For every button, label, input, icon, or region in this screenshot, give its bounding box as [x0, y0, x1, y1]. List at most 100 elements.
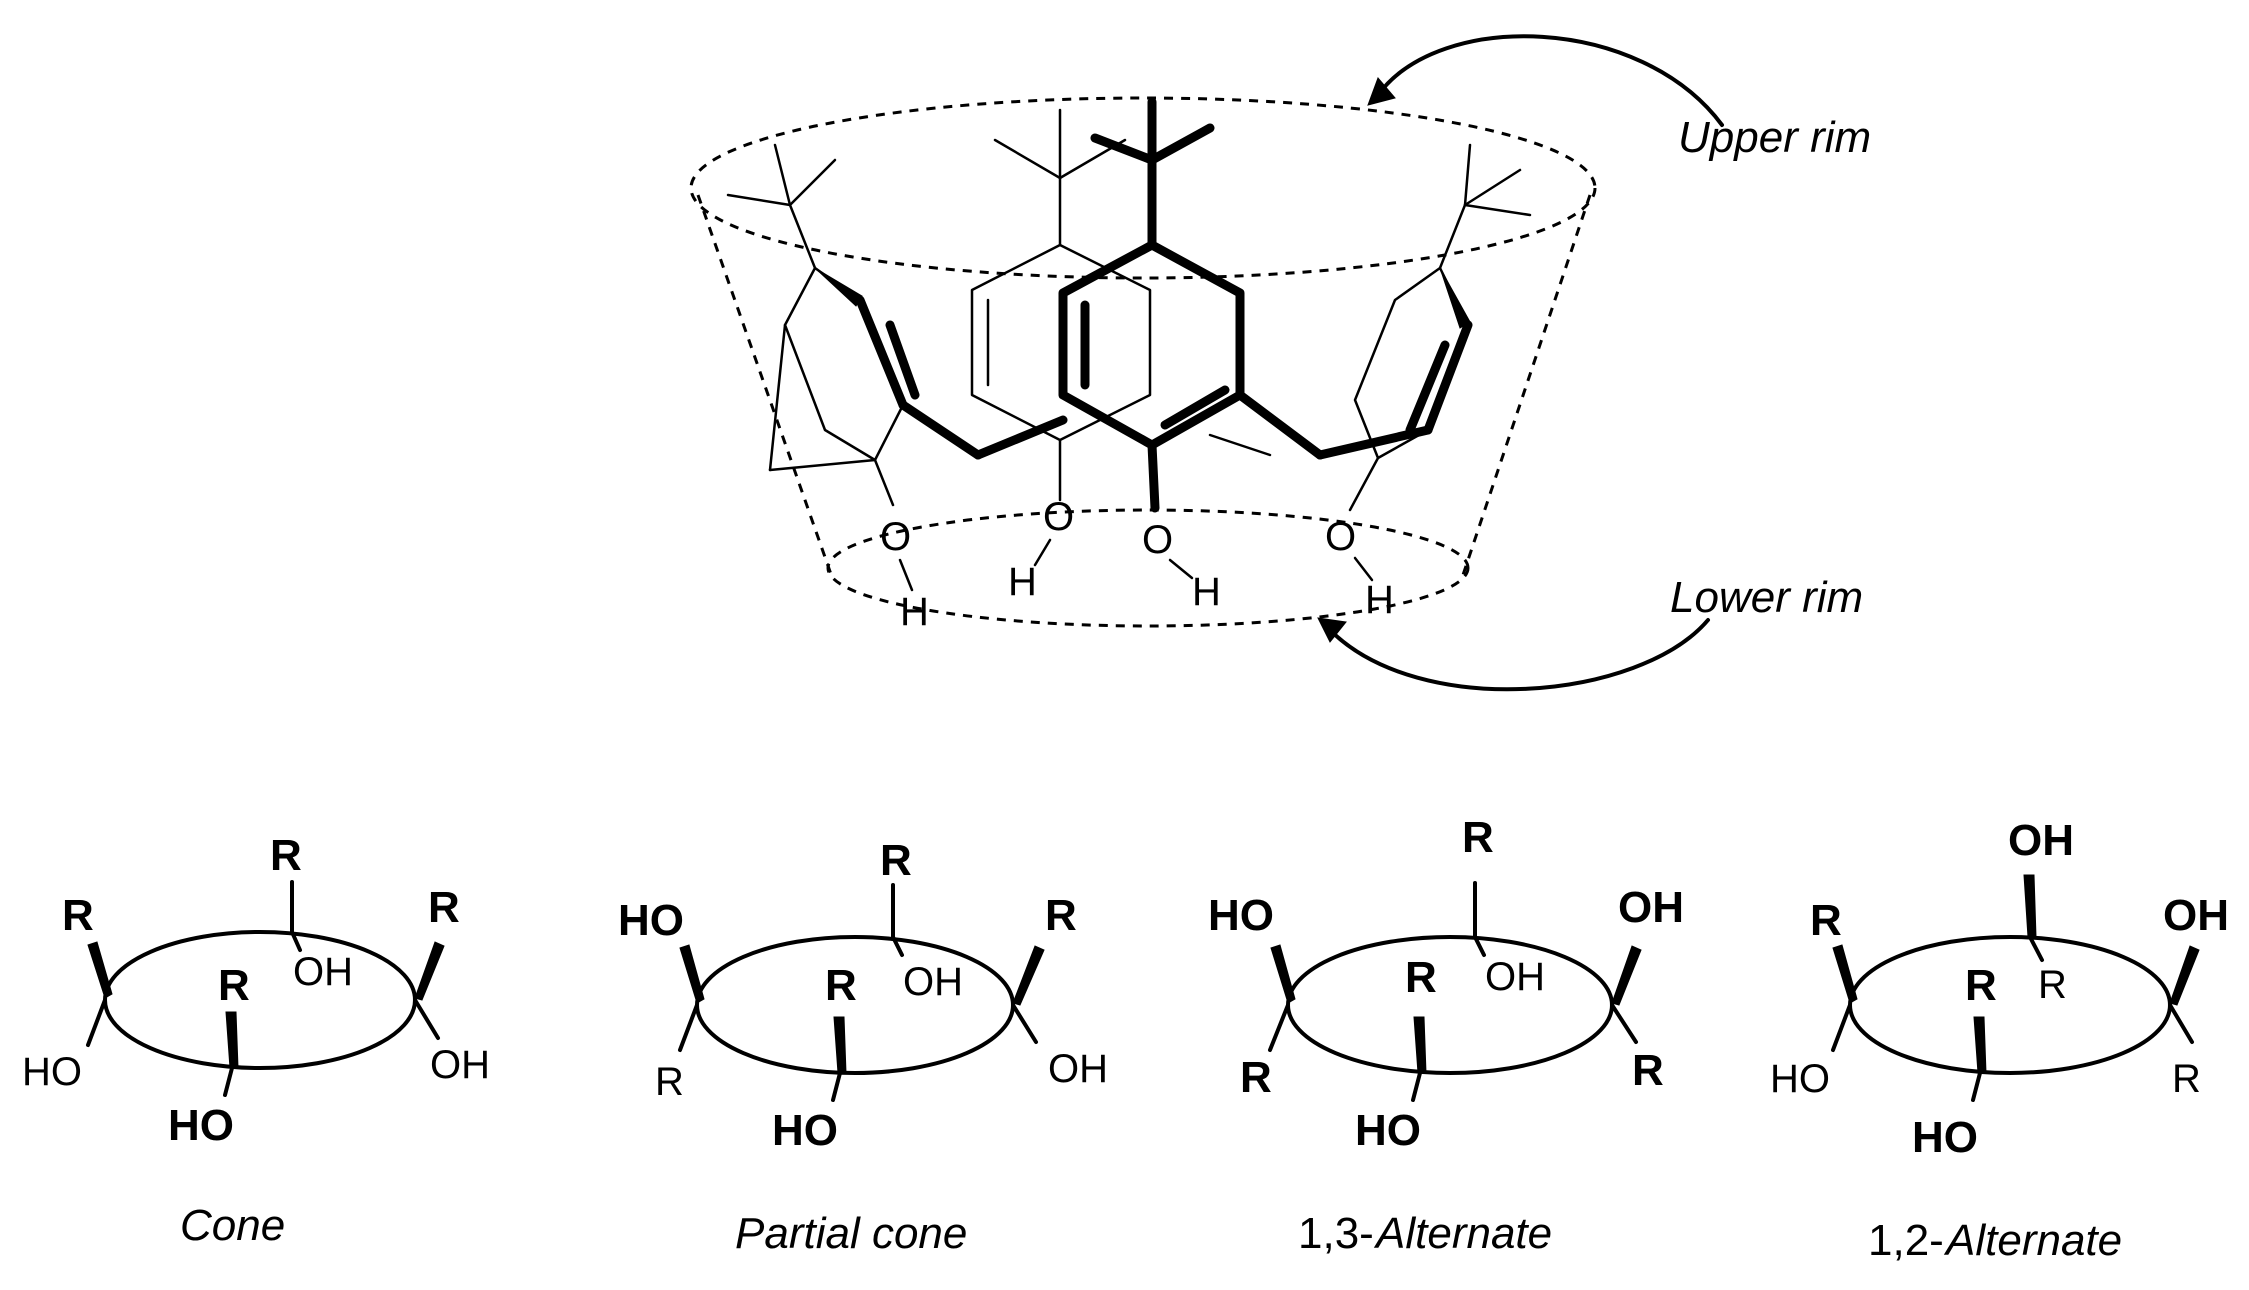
left-down-label: R — [655, 1060, 684, 1104]
left-up-label: R — [1810, 896, 1842, 945]
left-ring-double-bond — [885, 320, 920, 400]
bond-line — [1831, 1003, 1852, 1052]
bond-wedge — [1611, 945, 1642, 1006]
right-phenyl-ring — [1348, 143, 1532, 512]
left-up-label: HO — [1208, 891, 1274, 940]
right-ring-bold-edge — [1423, 320, 1473, 435]
bridge-bond — [1235, 390, 1325, 460]
left-tbu-bond — [773, 143, 792, 207]
front-ring-hexagon — [1058, 240, 1245, 450]
caption-prefix: 1,2- — [1868, 1216, 1944, 1265]
ring-ellipse — [103, 930, 417, 1070]
bond-line — [1610, 1003, 1638, 1044]
upper-rim-arrowhead — [1367, 77, 1396, 106]
top-sub-label: R — [270, 831, 302, 880]
bond-wedge — [87, 941, 113, 999]
center-down-label: HO — [168, 1101, 234, 1150]
top-under-label: R — [2038, 963, 2067, 1007]
right-down-label: R — [2172, 1057, 2201, 1101]
bond-wedge — [1012, 945, 1045, 1006]
right-down-label: R — [1632, 1046, 1664, 1095]
left-tbu-bond — [788, 158, 837, 207]
rim-arrows — [1317, 34, 1724, 692]
bond-line — [831, 1071, 842, 1102]
top-under-label: OH — [1485, 955, 1545, 999]
bond-line — [413, 998, 440, 1040]
upper-rim-ellipse — [689, 96, 1597, 280]
right-up-label: R — [1045, 891, 1077, 940]
conformer-partial-cone: HO R R OH R HO R OH Partial cone — [618, 836, 1108, 1258]
oh-bond — [898, 558, 914, 592]
bond-line — [1411, 1071, 1422, 1102]
hydrogen-atom: H — [900, 590, 929, 634]
bond-wedge — [1832, 944, 1858, 1004]
top-under-label: OH — [903, 960, 963, 1004]
oh-bond — [1168, 558, 1194, 580]
upper-rim-label: Upper rim — [1678, 113, 1871, 162]
conformer-1-2-alternate: R HO OH R R HO OH R 1,2- Alternate — [1770, 816, 2229, 1265]
front-ring-o-stem — [1147, 440, 1160, 513]
bridge-bond — [898, 400, 983, 460]
left-tbu-bond — [726, 193, 792, 207]
oxygen-atom: O — [1142, 518, 1173, 562]
left-ring-back-edge — [768, 458, 877, 472]
bond-wedge — [679, 944, 705, 1004]
conformer-cone: R HO R OH R HO R OH Cone — [22, 831, 490, 1250]
top-under-label: OH — [293, 950, 353, 994]
left-ring-o-stem — [873, 458, 895, 507]
back-tbu-bond — [993, 138, 1062, 180]
conformer-1-3-alternate: HO R R OH R HO OH R 1,3- Alternate — [1208, 813, 1684, 1258]
cone-right-edge — [1461, 194, 1592, 576]
front-tbu-bond — [1090, 133, 1157, 165]
bond-wedge — [1413, 1016, 1427, 1074]
right-tbu-bond — [1463, 143, 1472, 207]
hydrogen-atom: H — [1192, 570, 1221, 614]
bond-wedge — [2169, 945, 2200, 1006]
ring-ellipse — [1286, 935, 1614, 1075]
left-down-label: HO — [22, 1050, 82, 1094]
bond-line — [223, 1066, 234, 1097]
left-ring-wedge — [814, 267, 863, 307]
hydrogen-atom: H — [1365, 578, 1394, 622]
lower-rim-arrow — [1328, 618, 1710, 692]
lower-rim-label: Lower rim — [1670, 573, 1863, 622]
oh-bond — [1033, 538, 1052, 567]
bond-wedge — [1270, 944, 1296, 1004]
oxygen-atom: O — [880, 515, 911, 559]
left-up-label: HO — [618, 896, 684, 945]
oh-bond — [1353, 556, 1374, 582]
left-phenyl-ring — [726, 143, 920, 507]
cone-left-edge — [696, 194, 835, 581]
bond-line — [1011, 1003, 1038, 1044]
left-down-label: R — [1240, 1053, 1272, 1102]
conformer-caption: Cone — [180, 1201, 285, 1250]
right-tbu-bond — [1463, 203, 1532, 217]
upper-rim-arrow — [1376, 34, 1724, 127]
center-up-label: R — [218, 961, 250, 1010]
bond-wedge — [414, 941, 445, 1001]
left-up-label: R — [62, 891, 94, 940]
bond-line — [2168, 1003, 2194, 1044]
left-ring-back-edge — [768, 323, 787, 472]
right-ring-wedge — [1439, 267, 1471, 329]
oxygen-atom: O — [1325, 515, 1356, 559]
right-up-label: OH — [2163, 891, 2229, 940]
right-up-label: OH — [1618, 883, 1684, 932]
right-ring-o-stem — [1348, 456, 1380, 512]
left-down-label: HO — [1770, 1057, 1830, 1101]
lower-rim-arrowhead — [1317, 617, 1347, 643]
bond-line — [891, 935, 904, 957]
bridge-back-bond — [1208, 433, 1272, 457]
conformer-caption: Alternate — [1373, 1209, 1552, 1258]
top-sub-label: R — [880, 836, 912, 885]
right-up-label: R — [428, 883, 460, 932]
right-down-label: OH — [430, 1043, 490, 1087]
bond-line — [1971, 1071, 1982, 1102]
hydrogen-atom: H — [1008, 560, 1037, 604]
top-sub-label: R — [1462, 813, 1494, 862]
bond-wedge — [833, 1016, 847, 1074]
front-tbu-bond — [1147, 123, 1215, 165]
left-ring-bold-edge — [855, 295, 908, 410]
